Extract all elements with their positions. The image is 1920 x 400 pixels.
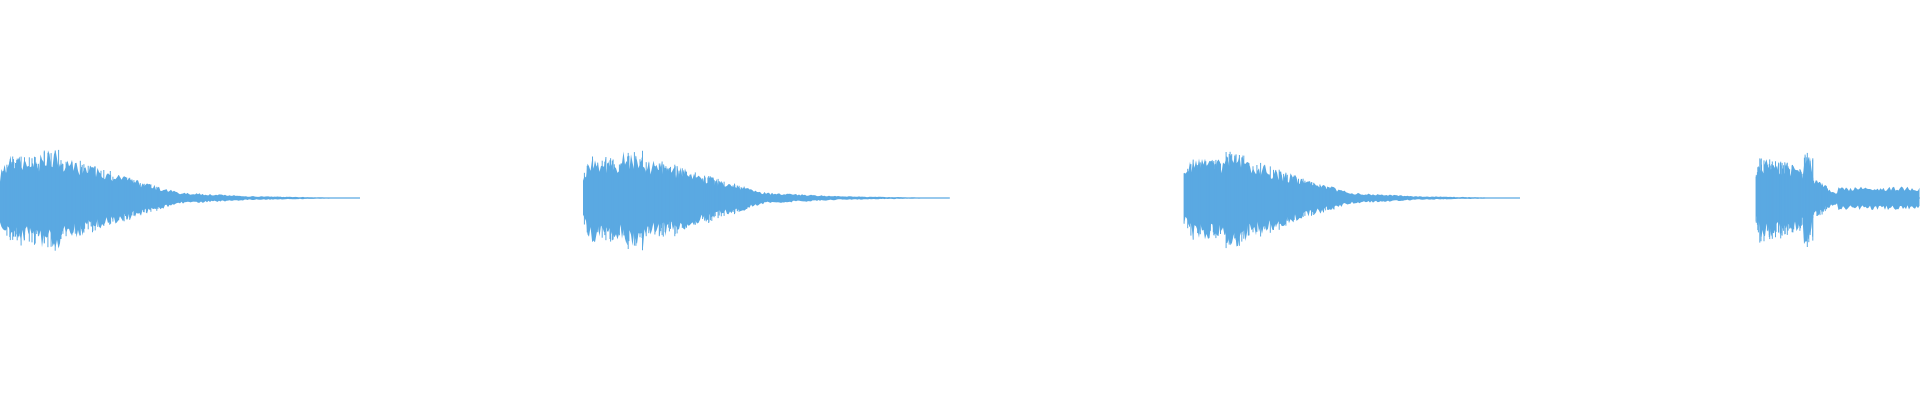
waveform-clip-4[interactable]	[1755, 152, 1920, 247]
waveform-clip-3[interactable]	[1183, 151, 1520, 249]
waveform-track	[0, 149, 1920, 251]
waveform-clip-2[interactable]	[583, 150, 950, 251]
waveform-shape	[1756, 157, 1920, 244]
waveform-clip-1[interactable]	[0, 149, 360, 251]
waveform-shape	[0, 150, 360, 249]
waveform-shape	[583, 151, 949, 248]
waveform-shape	[1184, 154, 1520, 247]
